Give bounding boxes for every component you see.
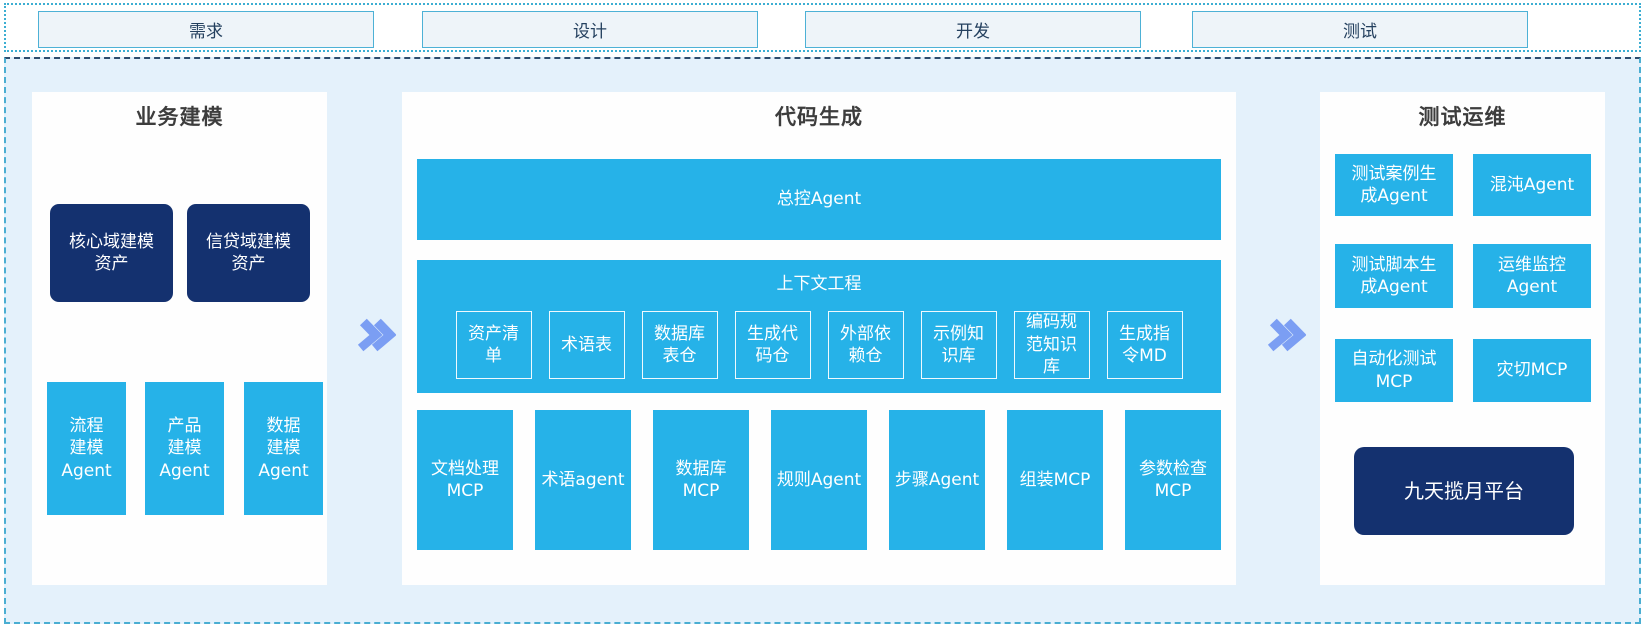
context-engineering-block: 上下文工程 资产清 单 术语表 数据库 表仓 生成代 码仓 外部依 赖仓 示例知… xyxy=(417,260,1221,393)
double-chevron-icon xyxy=(357,318,397,352)
phase-box-design: 设计 xyxy=(422,11,758,48)
context-item-generated-code-repo: 生成代 码仓 xyxy=(734,311,811,379)
data-modeling-agent-box: 数据 建模 Agent xyxy=(244,382,323,515)
context-item-db-table-repo: 数据库 表仓 xyxy=(641,311,718,379)
phase-box-testing: 测试 xyxy=(1192,11,1528,48)
test-case-gen-agent-box: 测试案例生 成Agent xyxy=(1335,154,1453,216)
master-agent-bar: 总控Agent xyxy=(417,159,1221,240)
tool-param-check-mcp: 参数检查 MCP xyxy=(1125,410,1221,550)
process-modeling-agent-box: 流程 建模 Agent xyxy=(47,382,126,515)
test-script-gen-agent-box: 测试脚本生 成Agent xyxy=(1335,244,1453,308)
code-generation-title: 代码生成 xyxy=(775,105,863,129)
phase-box-requirements: 需求 xyxy=(38,11,374,48)
context-engineering-title: 上下文工程 xyxy=(776,274,862,294)
tool-rule-agent: 规则Agent xyxy=(771,410,867,550)
context-item-gen-instruction-md: 生成指 令MD xyxy=(1106,311,1183,379)
panel-business-modeling: 业务建模 核心域建模 资产 信贷域建模 资产 流程 建模 Agent 产品 建模… xyxy=(32,92,327,585)
tool-glossary-agent: 术语agent xyxy=(535,410,631,550)
context-item-glossary: 术语表 xyxy=(548,311,625,379)
jiutian-platform-box: 九天揽月平台 xyxy=(1354,447,1574,535)
panel-test-ops: 测试运维 测试案例生 成Agent 混沌Agent 测试脚本生 成Agent 运… xyxy=(1320,92,1605,585)
tool-assembly-mcp: 组装MCP xyxy=(1007,410,1103,550)
tool-doc-processing-mcp: 文档处理 MCP xyxy=(417,410,513,550)
ops-monitor-agent-box: 运维监控 Agent xyxy=(1473,244,1591,308)
phase-box-development: 开发 xyxy=(805,11,1141,48)
context-items-row: 资产清 单 术语表 数据库 表仓 生成代 码仓 外部依 赖仓 示例知 识库 编码… xyxy=(417,311,1221,379)
context-item-example-kb: 示例知 识库 xyxy=(920,311,997,379)
context-item-asset-list: 资产清 单 xyxy=(455,311,532,379)
credit-domain-asset-box: 信贷域建模 资产 xyxy=(187,204,310,302)
disaster-switch-mcp-box: 灾切MCP xyxy=(1473,339,1591,402)
product-modeling-agent-box: 产品 建模 Agent xyxy=(145,382,224,515)
main-container: 业务建模 核心域建模 资产 信贷域建模 资产 流程 建模 Agent 产品 建模… xyxy=(4,57,1641,624)
chaos-agent-box: 混沌Agent xyxy=(1473,154,1591,216)
test-ops-title: 测试运维 xyxy=(1418,105,1507,129)
panel-code-generation: 代码生成 总控Agent 上下文工程 资产清 单 术语表 数据库 表仓 生成代 … xyxy=(402,92,1236,585)
double-chevron-icon xyxy=(1267,318,1307,352)
tool-step-agent: 步骤Agent xyxy=(889,410,985,550)
phase-strip: 需求 设计 开发 测试 xyxy=(4,3,1641,52)
context-item-coding-standard-kb: 编码规 范知识 库 xyxy=(1013,311,1090,379)
business-modeling-title: 业务建模 xyxy=(135,105,224,129)
tools-row: 文档处理 MCP 术语agent 数据库 MCP 规则Agent 步骤Agent… xyxy=(417,410,1221,550)
context-item-external-deps-repo: 外部依 赖仓 xyxy=(827,311,904,379)
tool-database-mcp: 数据库 MCP xyxy=(653,410,749,550)
core-domain-asset-box: 核心域建模 资产 xyxy=(50,204,173,302)
auto-test-mcp-box: 自动化测试 MCP xyxy=(1335,339,1453,402)
